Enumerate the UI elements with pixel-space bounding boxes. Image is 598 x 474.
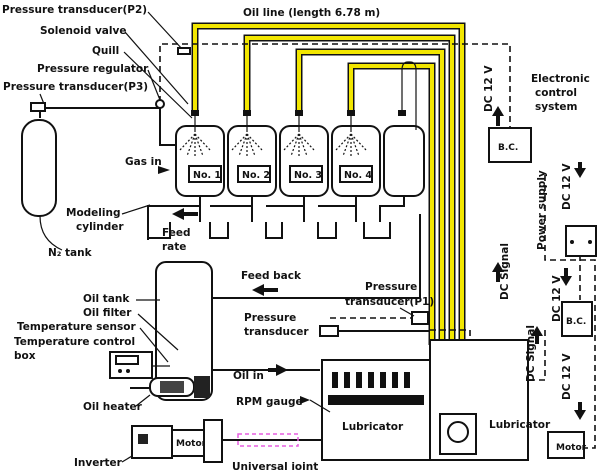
p2-transducer	[178, 48, 190, 54]
label-box: box	[14, 350, 36, 362]
cylinder-3-label: No. 3	[294, 170, 322, 181]
label-oil-in: Oil in	[233, 370, 264, 382]
label-feed-back: Feed back	[241, 270, 302, 282]
label-p2: Pressure transducer(P2)	[2, 4, 147, 16]
label-bc-1: B.C.	[498, 143, 518, 153]
label-regulator: Pressure regulator	[37, 63, 149, 75]
lubricator-unit	[322, 360, 430, 460]
cylinder-1	[176, 126, 224, 196]
label-p1-b: transducer(P1)	[345, 296, 434, 308]
cylinder-2-label: No. 2	[242, 170, 270, 181]
feed-rate-arrow	[172, 208, 184, 220]
label-solenoid: Solenoid valve	[40, 25, 126, 37]
n2-cylinder	[22, 120, 56, 216]
label-oil-filter: Oil filter	[83, 307, 132, 319]
label-lubricator-2: Lubricator	[489, 419, 551, 431]
label-inverter: Inverter	[74, 457, 123, 469]
label-n2: N₂ tank	[48, 247, 93, 259]
label-bc-2: B.C.	[566, 317, 586, 327]
label-oil-tank: Oil tank	[83, 293, 130, 305]
cylinder-5	[384, 126, 424, 196]
cylinder-3	[280, 126, 328, 196]
label-quill: Quill	[92, 45, 119, 57]
oil-heater	[130, 376, 210, 398]
label-power-supply: Power supply	[536, 170, 548, 250]
label-oil-heater: Oil heater	[83, 401, 143, 413]
label-p1-a: Pressure	[365, 281, 417, 293]
label-oil-line: Oil line (length 6.78 m)	[243, 7, 380, 19]
label-motor: Motor	[176, 439, 207, 449]
label-temp-sensor: Temperature sensor	[17, 321, 136, 333]
label-electronic: Electronic	[531, 73, 590, 85]
cylinder-2	[228, 126, 276, 196]
feed-back-arrow	[252, 284, 264, 296]
label-universal: Universal joint	[232, 461, 318, 470]
label-control: control	[535, 87, 577, 99]
label-modeling: Modeling	[66, 207, 121, 219]
cylinder-4	[332, 126, 380, 196]
regulator-icon	[156, 100, 164, 108]
pressure-transducer	[320, 326, 338, 336]
rpm-gauge	[204, 420, 222, 462]
label-pt-b: transducer	[244, 326, 309, 338]
cylinder-4-label: No. 4	[344, 170, 372, 181]
label-rate: rate	[162, 241, 186, 253]
label-dc12-2: DC 12 V	[561, 163, 573, 210]
label-rpm: RPM gauge	[236, 396, 303, 408]
p1-transducer	[412, 312, 428, 324]
label-motor-2: Motor	[556, 443, 587, 453]
label-gas-in: Gas in	[125, 156, 162, 168]
label-temp-control: Temperature control	[14, 336, 135, 348]
label-feed: Feed	[162, 227, 191, 239]
oil-in-arrow	[276, 364, 288, 376]
label-dc12-1: DC 12 V	[483, 65, 495, 112]
gas-in-arrow	[158, 166, 170, 174]
label-pt-a: Pressure	[244, 312, 296, 324]
label-cylinder: cylinder	[76, 221, 124, 233]
cylinder-1-label: No. 1	[193, 170, 221, 181]
label-lubricator: Lubricator	[342, 421, 404, 433]
label-p3: Pressure transducer(P3)	[3, 81, 148, 93]
label-dc12-4: DC 12 V	[561, 353, 573, 400]
label-system: system	[535, 101, 577, 113]
